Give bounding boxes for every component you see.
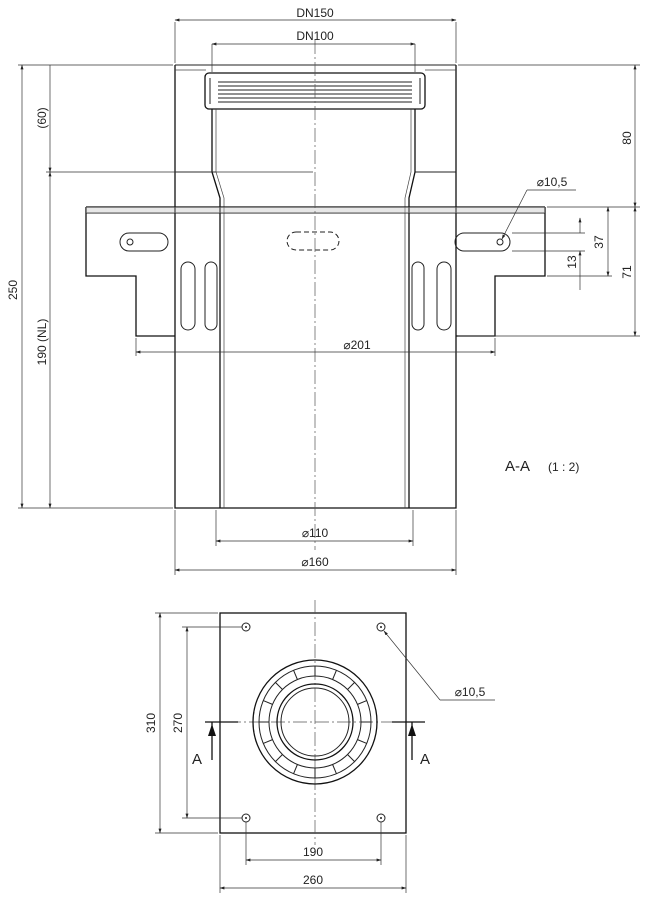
dim-310: 310 — [144, 713, 158, 733]
bolt-slot-left — [119, 232, 169, 252]
dim-190-nl: 190 (NL) — [35, 319, 49, 366]
socket-ring — [252, 659, 378, 785]
outer-body — [174, 65, 457, 509]
dim-dn100: DN100 — [296, 29, 334, 43]
ring-rib — [357, 700, 367, 705]
cut-marker-right: A — [392, 721, 430, 768]
ring-rib — [347, 754, 355, 762]
center-slot — [286, 231, 340, 251]
flange-plate — [85, 206, 546, 337]
cut-marker-left: A — [192, 721, 238, 768]
cut-label-left: A — [192, 751, 202, 768]
dim-10-5-bottom: ⌀10,5 — [455, 685, 486, 699]
ring-rib — [357, 739, 367, 744]
section-label: A-A — [505, 458, 530, 475]
ring-rib — [332, 764, 337, 774]
dim-10-5-top: ⌀10,5 — [537, 175, 568, 189]
dim-80: 80 — [620, 131, 634, 145]
cut-label-right: A — [420, 751, 430, 768]
dim-190: 190 — [303, 845, 323, 859]
dim-37: 37 — [592, 235, 606, 249]
ring-rib — [275, 754, 283, 762]
ring-rib — [263, 700, 273, 705]
ring-rib — [293, 764, 298, 774]
dim-13: 13 — [565, 255, 579, 269]
dim-110: ⌀110 — [302, 526, 329, 540]
body-slots — [180, 261, 452, 331]
dim-160: ⌀160 — [301, 555, 329, 569]
dim-71: 71 — [620, 265, 634, 279]
ring-rib — [275, 682, 283, 690]
dim-250: 250 — [6, 280, 20, 300]
bolt-slot-right — [454, 232, 511, 252]
dim-201: ⌀201 — [343, 338, 371, 352]
section-scale: (1 : 2) — [548, 460, 579, 474]
dim-260: 260 — [303, 873, 323, 887]
dim-60: (60) — [35, 107, 49, 128]
ring-rib — [347, 682, 355, 690]
section-view: DN150 DN100 250 (60) 190 (NL) 80 71 37 — [6, 6, 640, 575]
ring-rib — [263, 739, 273, 744]
ring-rib — [332, 670, 337, 680]
dim-270: 270 — [171, 713, 185, 733]
ring-rib — [293, 670, 298, 680]
dim-dn150: DN150 — [296, 6, 334, 20]
base-plate — [219, 612, 407, 834]
top-view: A A 310 270 ⌀10,5 190 260 — [144, 600, 495, 893]
